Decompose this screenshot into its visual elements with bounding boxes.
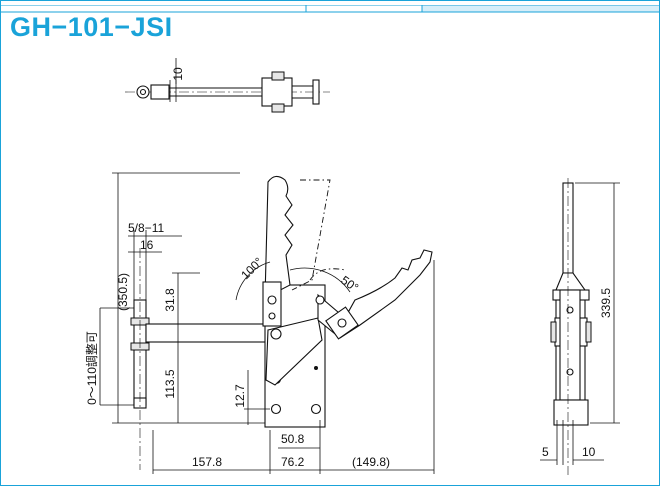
- dim-157-8: 157.8: [192, 455, 222, 469]
- dim-16: 16: [140, 238, 154, 252]
- dim-50-8: 50.8: [281, 432, 305, 446]
- top-view: [125, 58, 330, 113]
- dim-thread: 5/8−11: [128, 221, 164, 235]
- dim-76-2: 76.2: [281, 455, 305, 469]
- dim-top-10: 10: [171, 67, 185, 81]
- dim-339-5: 339.5: [599, 288, 613, 318]
- model-title: GH−101−JSI: [10, 12, 173, 42]
- dim-side-10: 10: [582, 445, 596, 459]
- dim-149-8: (149.8): [352, 455, 390, 469]
- dim-side-5: 5: [542, 445, 549, 459]
- angle-50: 50°: [338, 273, 361, 295]
- angle-100: 100°: [238, 255, 266, 283]
- dim-113-5: 113.5: [163, 369, 177, 398]
- dim-31-8: 31.8: [163, 288, 177, 312]
- dim-12-7: 12.7: [233, 384, 247, 408]
- dim-350: (350.5): [116, 273, 130, 311]
- dim-adjust: 0〜110調整可: [84, 331, 99, 405]
- front-view: [99, 172, 435, 474]
- side-view: [540, 178, 620, 475]
- header-strip: [0, 0, 660, 13]
- header-cells: [0, 4, 660, 13]
